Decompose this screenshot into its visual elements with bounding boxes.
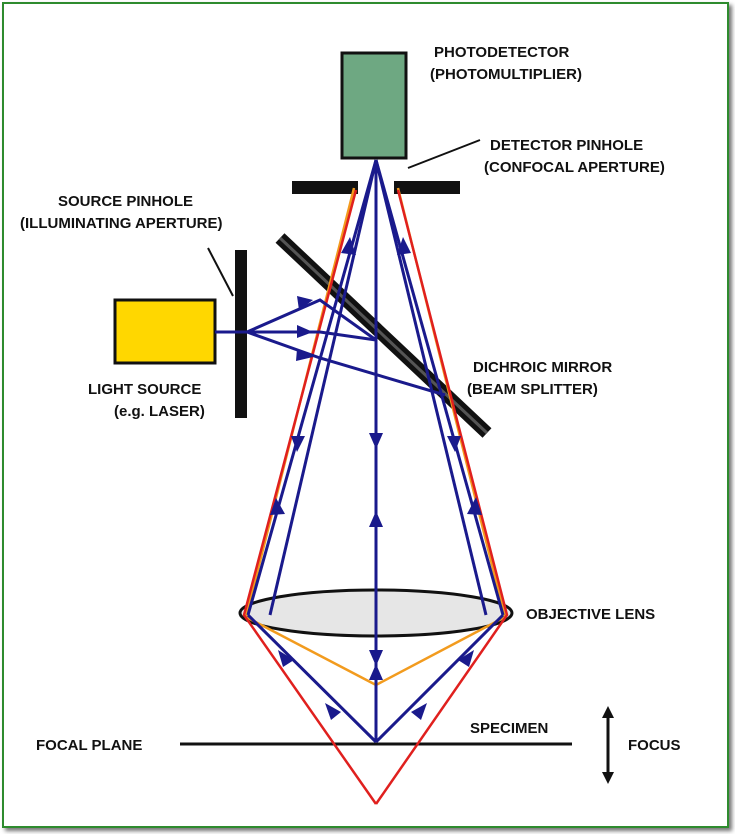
ray-arrowheads	[270, 237, 482, 720]
blue-ray-source-mid	[247, 330, 377, 342]
arrowhead	[270, 498, 285, 515]
label-illuminating-aperture: (ILLUMINATING APERTURE)	[20, 215, 222, 232]
leader-detector-pinhole	[407, 139, 481, 169]
arrowhead	[291, 436, 305, 452]
label-objective-lens: OBJECTIVE LENS	[526, 606, 655, 623]
arrowhead	[278, 650, 294, 667]
label-focal-plane: FOCAL PLANE	[36, 737, 142, 754]
detector-pinhole-right-plate	[394, 181, 460, 194]
label-source-pinhole: SOURCE PINHOLE	[58, 193, 193, 210]
photodetector-box	[340, 51, 408, 160]
arrowhead	[397, 237, 411, 255]
label-photodetector: PHOTODETECTOR	[434, 44, 569, 61]
label-dichroic-mirror: DICHROIC MIRROR	[473, 359, 612, 376]
blue-ray-illum-left	[268, 159, 378, 616]
red-ray-right	[374, 189, 509, 805]
label-beam-splitter: (BEAM SPLITTER)	[467, 381, 598, 398]
blue-ray-lens-left-focus	[246, 613, 378, 744]
label-laser: (e.g. LASER)	[114, 403, 205, 420]
arrowhead	[447, 436, 461, 452]
arrowhead	[411, 703, 427, 720]
label-confocal-aperture: (CONFOCAL APERTURE)	[484, 159, 665, 176]
blue-ray-source-top	[215, 298, 377, 342]
label-photomultiplier: (PHOTOMULTIPLIER)	[430, 66, 582, 83]
label-light-source: LIGHT SOURCE	[88, 381, 201, 398]
light-source-box	[113, 298, 217, 365]
arrowhead	[467, 497, 482, 515]
blue-ray-source-bottom	[246, 330, 446, 397]
arrowhead	[341, 237, 356, 255]
arrowhead	[325, 703, 341, 720]
dichroic-mirror-highlight	[278, 236, 489, 435]
arrowhead	[296, 349, 313, 361]
arrowhead	[369, 433, 383, 449]
detector-pinhole-left-plate	[292, 181, 358, 194]
arrowhead	[458, 650, 474, 667]
leader-source-pinhole	[207, 247, 234, 297]
arrowhead	[297, 325, 313, 338]
arrowhead	[369, 664, 383, 680]
arrowhead	[369, 650, 383, 666]
label-focus: FOCUS	[628, 737, 681, 754]
blue-ray-lens-right-focus	[374, 613, 505, 744]
label-specimen: SPECIMEN	[470, 720, 548, 737]
arrowhead	[369, 511, 383, 527]
blue-ray-detect-left	[246, 159, 378, 616]
label-detector-pinhole: DETECTOR PINHOLE	[490, 137, 643, 154]
source-pinhole-plate	[235, 250, 247, 418]
blue-ray-detect-right	[374, 159, 505, 616]
arrowhead	[297, 296, 313, 310]
red-ray-left	[242, 189, 378, 805]
blue-ray-illum-right	[374, 159, 488, 616]
